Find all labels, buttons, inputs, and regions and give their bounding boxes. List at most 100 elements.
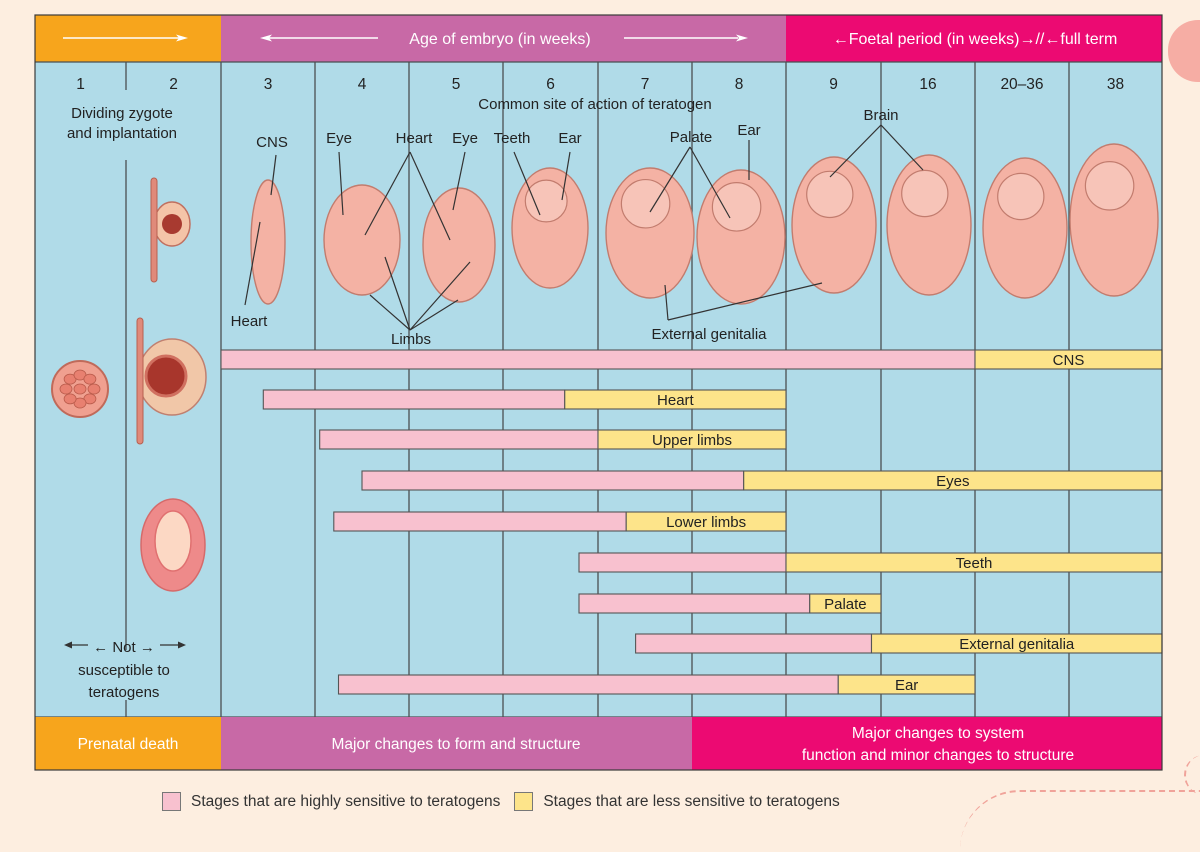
embryo-illustrations <box>51 143 1159 592</box>
ear-annotation-wk8: Ear <box>737 122 760 139</box>
bar-segment-high-sensitivity <box>337 674 839 695</box>
zygote-cell <box>87 383 101 395</box>
embryo-head <box>524 179 568 223</box>
week-label: 20–36 <box>1000 76 1043 93</box>
not-susceptible-label-1: ← Not → <box>93 639 155 656</box>
embryo-head <box>997 172 1045 221</box>
week-label: 16 <box>919 76 936 93</box>
embryo-illustration <box>250 179 286 305</box>
decorative-dashed-line <box>960 790 1200 852</box>
prenatal-arrow-icon <box>63 34 188 42</box>
bar-teeth: Teeth <box>578 552 1163 573</box>
embryo-head <box>711 182 762 232</box>
annotation-arrowheads-icon <box>64 641 186 649</box>
legend: Stages that are highly sensitive to tera… <box>162 792 854 811</box>
bar-cns: CNS <box>220 349 1163 370</box>
system-function-label-2: function and minor changes to structure <box>802 747 1074 764</box>
bar-segment-high-sensitivity <box>220 349 976 370</box>
blastocyst-core <box>162 214 182 234</box>
bar-segment-high-sensitivity <box>635 633 873 654</box>
teeth-annotation: Teeth <box>494 130 531 147</box>
cns-annotation: CNS <box>256 134 288 151</box>
bar-segment-low-sensitivity <box>809 593 882 614</box>
bar-segment-low-sensitivity <box>564 389 787 410</box>
eye-annotation-wk5: Eye <box>452 130 478 147</box>
header-embryo-label: Age of embryo (in weeks) <box>409 31 590 48</box>
week-label: 8 <box>735 76 744 93</box>
bar-segment-low-sensitivity <box>625 511 787 532</box>
external-genitalia-annotation: External genitalia <box>651 326 767 343</box>
embryonic-disc-inner <box>154 510 192 572</box>
bar-external-genitalia: External genitalia <box>635 633 1163 654</box>
implantation-core <box>144 354 188 398</box>
footer-system-function-band <box>692 717 1162 770</box>
not-susceptible-label-2: susceptible to <box>78 662 170 679</box>
chart-svg: Age of embryo (in weeks) ←Foetal period … <box>34 14 1163 771</box>
brain-annotation: Brain <box>863 107 898 124</box>
week-label: 7 <box>641 76 650 93</box>
bar-segment-low-sensitivity <box>597 429 787 450</box>
annotations: Dividing zygote and implantation Common … <box>64 96 924 701</box>
legend-item-high: Stages that are highly sensitive to tera… <box>162 792 500 811</box>
bar-ear: Ear <box>337 674 976 695</box>
ear-annotation-wk6: Ear <box>558 130 581 147</box>
chart-frame <box>34 14 1163 771</box>
week-label: 9 <box>829 76 838 93</box>
bar-lower-limbs: Lower limbs <box>333 511 787 532</box>
uterine-wall <box>136 317 144 445</box>
embryo-illustration <box>422 187 496 303</box>
uterine-wall <box>150 177 158 283</box>
bar-label: CNS <box>1053 352 1085 369</box>
bar-segment-low-sensitivity <box>837 674 976 695</box>
footer-form-structure-band <box>221 717 692 770</box>
system-function-label-1: Major changes to system <box>852 725 1024 742</box>
zygote-cell <box>59 383 73 395</box>
bar-label: Ear <box>895 677 918 694</box>
footer-prenatal-death-band <box>35 717 221 770</box>
bar-label: External genitalia <box>959 636 1075 653</box>
bar-label: Lower limbs <box>666 514 746 531</box>
bar-upper-limbs: Upper limbs <box>319 429 787 450</box>
bar-label: Heart <box>657 392 695 409</box>
prenatal-death-label: Prenatal death <box>78 736 179 753</box>
embryo-illustration <box>323 184 401 296</box>
header-foetal-band <box>786 15 1162 62</box>
zygote-cell <box>63 393 77 405</box>
week-label: 6 <box>546 76 555 93</box>
bar-label: Upper limbs <box>652 432 732 449</box>
eye-annotation-wk4: Eye <box>326 130 352 147</box>
embryo-head <box>901 169 949 218</box>
bar-segment-high-sensitivity <box>333 511 627 532</box>
week-label: 1 <box>76 76 85 93</box>
bar-segment-high-sensitivity <box>361 470 745 491</box>
header-bands: Age of embryo (in weeks) ←Foetal period … <box>35 15 1162 62</box>
bar-label: Eyes <box>936 473 969 490</box>
embryo-head <box>620 178 671 229</box>
week-label: 4 <box>358 76 367 93</box>
zygote-cell <box>83 373 97 385</box>
heart-annotation-wk3: Heart <box>231 313 269 330</box>
bar-segment-high-sensitivity <box>319 429 599 450</box>
legend-label-high: Stages that are highly sensitive to tera… <box>191 792 501 810</box>
bar-eyes: Eyes <box>361 470 1163 491</box>
legend-label-low: Stages that are less sensitive to terato… <box>543 792 840 810</box>
footer-bands: Prenatal death Major changes to form and… <box>35 717 1162 770</box>
embryo-period-arrows-icon <box>260 34 748 42</box>
week-label: 5 <box>452 76 461 93</box>
bar-segment-high-sensitivity <box>578 593 811 614</box>
bar-heart: Heart <box>262 389 787 410</box>
bar-segment-high-sensitivity <box>578 552 787 573</box>
week-label: 2 <box>169 76 178 93</box>
bar-label: Palate <box>824 596 867 613</box>
legend-swatch-low <box>514 792 534 811</box>
common-site-label: Common site of action of teratogen <box>478 96 711 113</box>
dividing-zygote-label-1: Dividing zygote <box>71 105 173 122</box>
limbs-annotation: Limbs <box>391 331 431 348</box>
bar-palate: Palate <box>578 593 882 614</box>
palate-annotation: Palate <box>670 129 713 146</box>
bar-segment-high-sensitivity <box>262 389 566 410</box>
bar-label: Teeth <box>956 555 993 572</box>
week-label: 38 <box>1107 76 1124 93</box>
